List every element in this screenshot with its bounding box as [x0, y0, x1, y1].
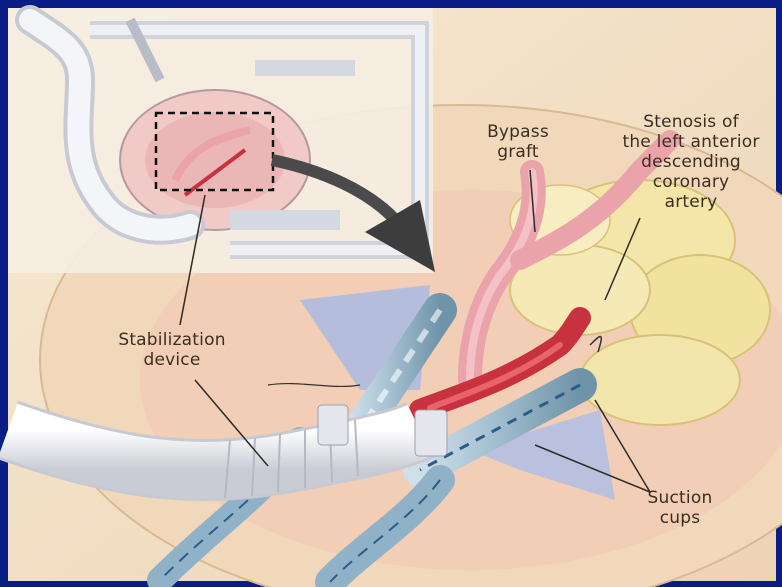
- label-line: cups: [632, 508, 728, 528]
- label-suction-cups: Suction cups: [632, 488, 728, 528]
- label-line: Stabilization: [92, 330, 252, 350]
- label-line: Stenosis of: [600, 112, 782, 132]
- tube-joint: [415, 410, 447, 456]
- label-stabilization-device: Stabilization device: [92, 330, 252, 370]
- label-line: device: [92, 350, 252, 370]
- label-line: Bypass: [470, 122, 566, 142]
- label-line: the left anterior: [600, 132, 782, 152]
- label-line: descending: [600, 152, 782, 172]
- label-line: Suction: [632, 488, 728, 508]
- label-line: coronary: [600, 172, 782, 192]
- label-line: artery: [600, 192, 782, 212]
- label-stenosis: Stenosis of the left anterior descending…: [600, 112, 782, 212]
- label-line: graft: [470, 142, 566, 162]
- label-bypass-graft: Bypass graft: [470, 122, 566, 162]
